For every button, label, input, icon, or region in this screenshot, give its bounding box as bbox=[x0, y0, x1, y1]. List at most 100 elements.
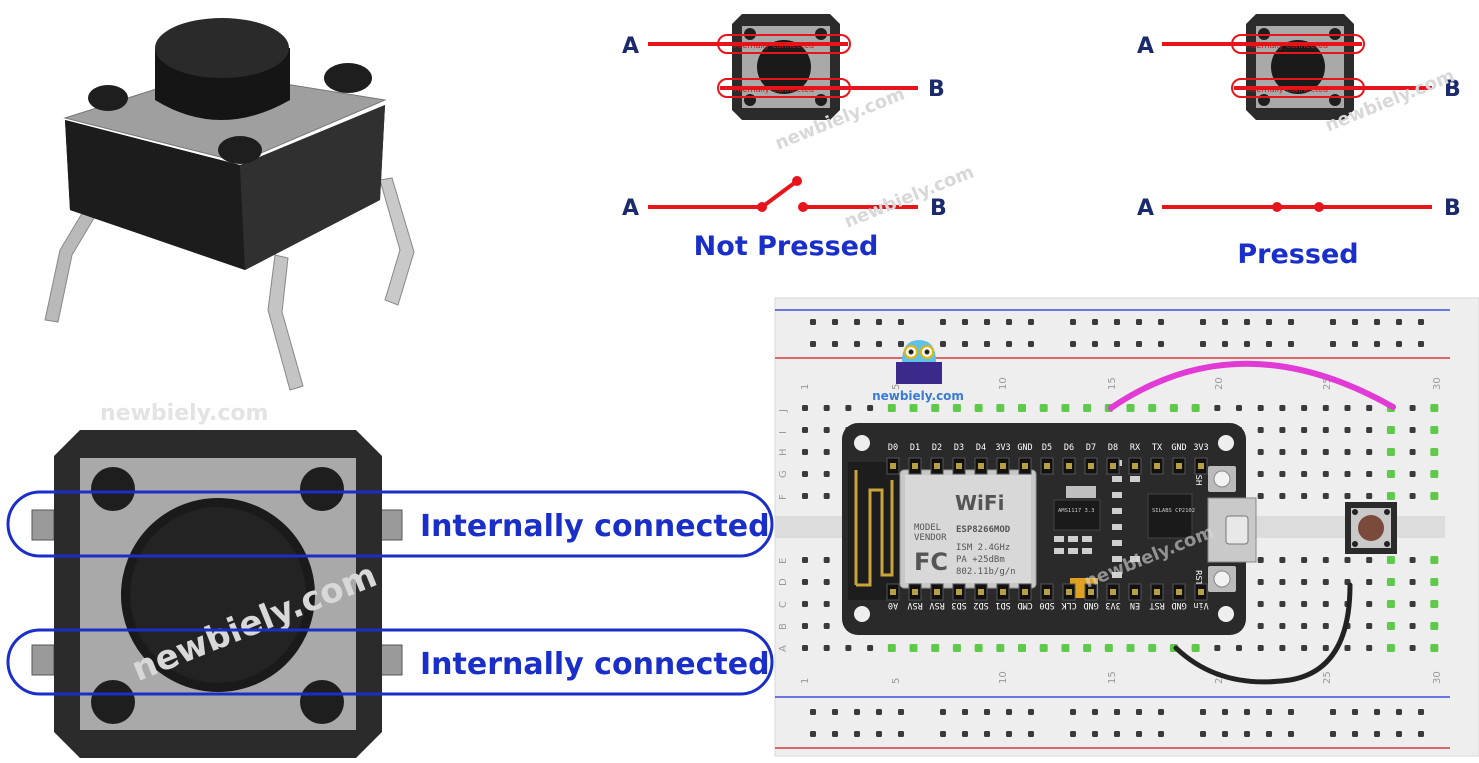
col-number-bottom: 25 bbox=[1322, 671, 1333, 684]
rail-hole bbox=[1200, 341, 1206, 347]
tiny-internal-label-3: internally connected bbox=[1246, 41, 1328, 50]
rail-hole bbox=[1418, 341, 1424, 347]
grid-hole bbox=[1279, 645, 1286, 651]
rail-hole bbox=[1114, 731, 1120, 737]
pin-label: D3 bbox=[954, 443, 964, 453]
grid-hole bbox=[1322, 405, 1329, 411]
pin-label: RSV bbox=[907, 600, 922, 610]
rail-hole bbox=[832, 319, 838, 325]
pin-label: RST bbox=[1149, 600, 1164, 610]
rail-hole bbox=[1330, 341, 1336, 347]
col-number-top: 10 bbox=[998, 377, 1009, 390]
wifi-logo: WiFi bbox=[955, 491, 1004, 515]
grid-hole bbox=[823, 427, 830, 433]
rail-hole bbox=[1418, 319, 1424, 325]
rail-hole bbox=[1070, 709, 1076, 715]
header-pin-contact bbox=[1000, 589, 1006, 595]
header-pin-contact bbox=[1176, 589, 1182, 595]
active-hole bbox=[1386, 426, 1395, 434]
col-number-bottom: 5 bbox=[891, 678, 902, 684]
watermark-text: newbiely.com bbox=[100, 401, 268, 426]
rail-hole bbox=[1136, 319, 1142, 325]
grid-hole bbox=[802, 427, 808, 433]
grid-hole bbox=[1279, 471, 1286, 477]
active-hole bbox=[1386, 578, 1395, 586]
row-letter: A bbox=[778, 645, 789, 652]
rail-hole bbox=[1330, 709, 1336, 715]
label-b-top-right: B bbox=[1444, 77, 1461, 102]
active-hole bbox=[1126, 644, 1135, 652]
header-pin-contact bbox=[1066, 589, 1072, 595]
rail-hole bbox=[1222, 341, 1228, 347]
fc-label: FC bbox=[914, 548, 948, 576]
grid-hole bbox=[867, 405, 874, 411]
grid-hole bbox=[802, 623, 808, 629]
grid-hole bbox=[802, 579, 808, 585]
header-pin-contact bbox=[1044, 589, 1050, 595]
pin-label: D8 bbox=[1108, 443, 1118, 453]
grid-hole bbox=[802, 557, 808, 563]
model-label: MODEL bbox=[914, 523, 941, 533]
active-hole bbox=[1430, 578, 1439, 586]
grid-hole bbox=[1301, 557, 1308, 563]
header-pin-contact bbox=[934, 463, 940, 469]
rail-hole bbox=[876, 341, 882, 347]
pin-label: GND bbox=[1017, 443, 1032, 453]
rail-hole bbox=[1158, 319, 1164, 325]
rail-hole bbox=[1200, 731, 1206, 737]
grid-hole bbox=[1257, 405, 1264, 411]
grid-hole bbox=[1257, 557, 1264, 563]
active-hole bbox=[1148, 644, 1157, 652]
rail-hole bbox=[832, 341, 838, 347]
rail-hole bbox=[898, 341, 904, 347]
rail-hole bbox=[1244, 709, 1250, 715]
rail-hole bbox=[1158, 731, 1164, 737]
grid-hole bbox=[1257, 579, 1264, 585]
pin-label: D6 bbox=[1064, 443, 1074, 453]
rail-hole bbox=[984, 731, 990, 737]
rail-hole bbox=[962, 731, 968, 737]
header-pin-contact bbox=[1000, 463, 1006, 469]
grid-hole bbox=[802, 493, 808, 499]
active-hole bbox=[1169, 404, 1178, 412]
rail-hole bbox=[1114, 709, 1120, 715]
grid-hole bbox=[1301, 493, 1308, 499]
active-hole bbox=[1061, 644, 1070, 652]
col-number-bottom: 10 bbox=[998, 671, 1009, 684]
grid-hole bbox=[802, 645, 808, 651]
rail-hole bbox=[940, 341, 946, 347]
grid-hole bbox=[1301, 645, 1308, 651]
rail-hole bbox=[940, 709, 946, 715]
header-pin-contact bbox=[978, 463, 984, 469]
active-hole bbox=[1386, 600, 1395, 608]
header-pin-contact bbox=[1198, 589, 1204, 595]
label-a-switch-open: A bbox=[622, 196, 639, 221]
active-hole bbox=[1386, 556, 1395, 564]
grid-hole bbox=[1279, 623, 1286, 629]
grid-hole bbox=[1301, 601, 1308, 607]
grid-hole bbox=[867, 645, 874, 651]
vendor-label: VENDOR bbox=[914, 533, 947, 543]
rail-hole bbox=[898, 709, 904, 715]
internal-connection-label-1: Internally connected bbox=[420, 509, 770, 544]
header-pin-contact bbox=[1066, 463, 1072, 469]
pin-label: SD2 bbox=[973, 600, 988, 610]
rail-hole bbox=[898, 319, 904, 325]
rail-hole bbox=[1330, 731, 1336, 737]
nodemcu-top-pin-labels: D0 D1 D2 D3 D4 3V3 GND D5 D6 D7 D8 RX TX… bbox=[888, 443, 1209, 453]
pin-label: CLK bbox=[1060, 600, 1076, 610]
grid-hole bbox=[1409, 493, 1416, 499]
col-number-top: 5 bbox=[891, 384, 902, 390]
rail-hole bbox=[1244, 731, 1250, 737]
grid-hole bbox=[1322, 601, 1329, 607]
header-pin-contact bbox=[956, 589, 962, 595]
pin-label: D7 bbox=[1086, 443, 1096, 453]
rail-hole bbox=[1352, 319, 1358, 325]
rail-hole bbox=[1288, 319, 1294, 325]
rail-hole bbox=[1330, 319, 1336, 325]
grid-hole bbox=[1409, 449, 1416, 455]
grid-hole bbox=[1257, 471, 1264, 477]
active-hole bbox=[1430, 622, 1439, 630]
active-hole bbox=[1018, 644, 1026, 652]
